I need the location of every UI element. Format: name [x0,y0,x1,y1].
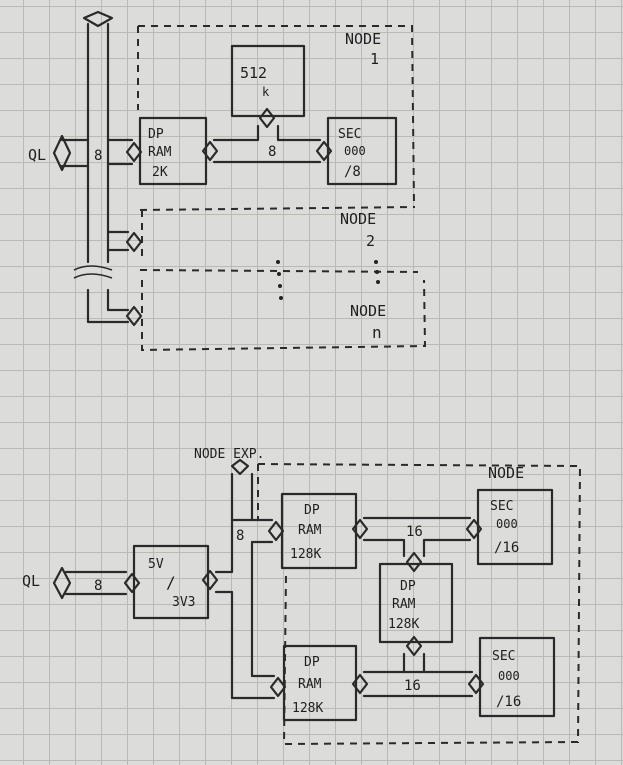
noden-label-line2: n [372,323,382,342]
node-exp-label: NODE EXP. [194,447,264,462]
noden-dashed-box [141,279,427,352]
dpram-mid-line3: 128K [388,617,419,632]
sec-bot-line1: SEC [492,649,515,664]
dpram-mid-bottom-port-icon [405,635,423,657]
level-shifter-box [132,544,210,620]
sec-top-box [476,488,554,566]
sec-bot-line3: /16 [496,694,521,710]
dpram-bot-line3: 128K [292,701,323,716]
dpram-top-line3: 128K [290,547,321,562]
node1-label-line1: NODE [345,30,381,48]
sec-bot-line2: 000 [498,669,520,683]
sec8-line3: /8 [344,164,361,180]
bus-width-ql: 8 [94,578,102,594]
mem-512-line2: k [262,85,270,99]
mem-512k-box [230,44,306,118]
ql-bottom-connector-diamond [52,566,72,600]
bus-width-left: 8 [94,148,102,164]
dpram-top-line2: RAM [298,523,322,538]
bus-width-bot-16: 16 [404,678,421,694]
internal-bus-lines [212,124,322,164]
bus-break-marks [73,265,113,279]
dpram-bot-line2: RAM [298,677,322,692]
shifter-right-port-icon [201,569,219,591]
sec8-line2: 000 [344,144,366,158]
ellipsis-dots [276,260,380,300]
ql-label: QL [28,146,46,164]
dpram-top-line1: DP [304,503,320,518]
dpram-2k-line3: 2K [152,165,168,180]
node2-port-icon [125,231,143,253]
shifter-left-port-icon [123,572,141,594]
node2-label-line2: 2 [366,232,375,250]
main-vertical-bus [86,22,130,324]
shifter-line2: / [166,573,176,592]
sec8-line1: SEC [338,127,361,142]
bottom-diagram: NODE EXP. NODE QL 8 8 5V / 3V3 DP RAM 12… [22,447,582,746]
dpram-2k-line1: DP [148,127,164,142]
noden-label-line1: NODE [350,302,386,320]
node2-label-line1: NODE [340,210,376,228]
sec-top-line2: 000 [496,517,518,531]
bus-width-mid: 8 [268,144,276,160]
node1-dashed-box [137,25,415,206]
ql-connector-diamond [52,134,72,172]
shifter-line1: 5V [148,557,164,572]
node-dashed-box [257,463,582,746]
bus-to-dpram-link [106,138,134,166]
node-exp-lines [230,472,254,522]
shifter-line3: 3V3 [172,595,195,610]
bottom-16bit-bus [362,652,474,698]
dpram-top-box [280,492,358,570]
ql-bottom-label: QL [22,572,40,590]
dpram-mid-box [378,562,454,644]
top-16bit-bus [362,516,472,558]
node-label: NODE [488,464,524,482]
dpram-2k-box [138,116,208,186]
sec-top-line3: /16 [494,540,519,556]
ql-link-lines [60,138,90,168]
mem-512-line1: 512 [240,64,267,82]
dpram-mid-line1: DP [400,579,416,594]
dpram-mid-top-port-icon [405,551,423,573]
bus-to-node2-link [106,230,130,252]
node1-label-line2: 1 [370,50,379,68]
dpram-bot-box [282,644,358,722]
top-diagram: NODE 1 NODE 2 NODE n QL 8 8 512 k DP RAM… [28,10,427,352]
ql-to-shifter-lines [64,570,128,596]
bus-width-exp: 8 [236,528,244,544]
dpram-2k-line2: RAM [148,145,172,160]
node-exp-diamond [230,458,250,476]
bus-top-cap [82,10,114,28]
distribution-bus [214,518,276,700]
node2-dashed-boundary [139,206,419,273]
sec-bot-box [478,636,556,718]
sec-top-line1: SEC [490,499,513,514]
dpram-mid-line2: RAM [392,597,416,612]
sec-8-box [326,116,398,186]
bus-width-top-16: 16 [406,524,423,540]
mem-512k-port-icon [258,107,276,129]
noden-port-icon [125,305,143,327]
dpram-bot-line1: DP [304,655,320,670]
